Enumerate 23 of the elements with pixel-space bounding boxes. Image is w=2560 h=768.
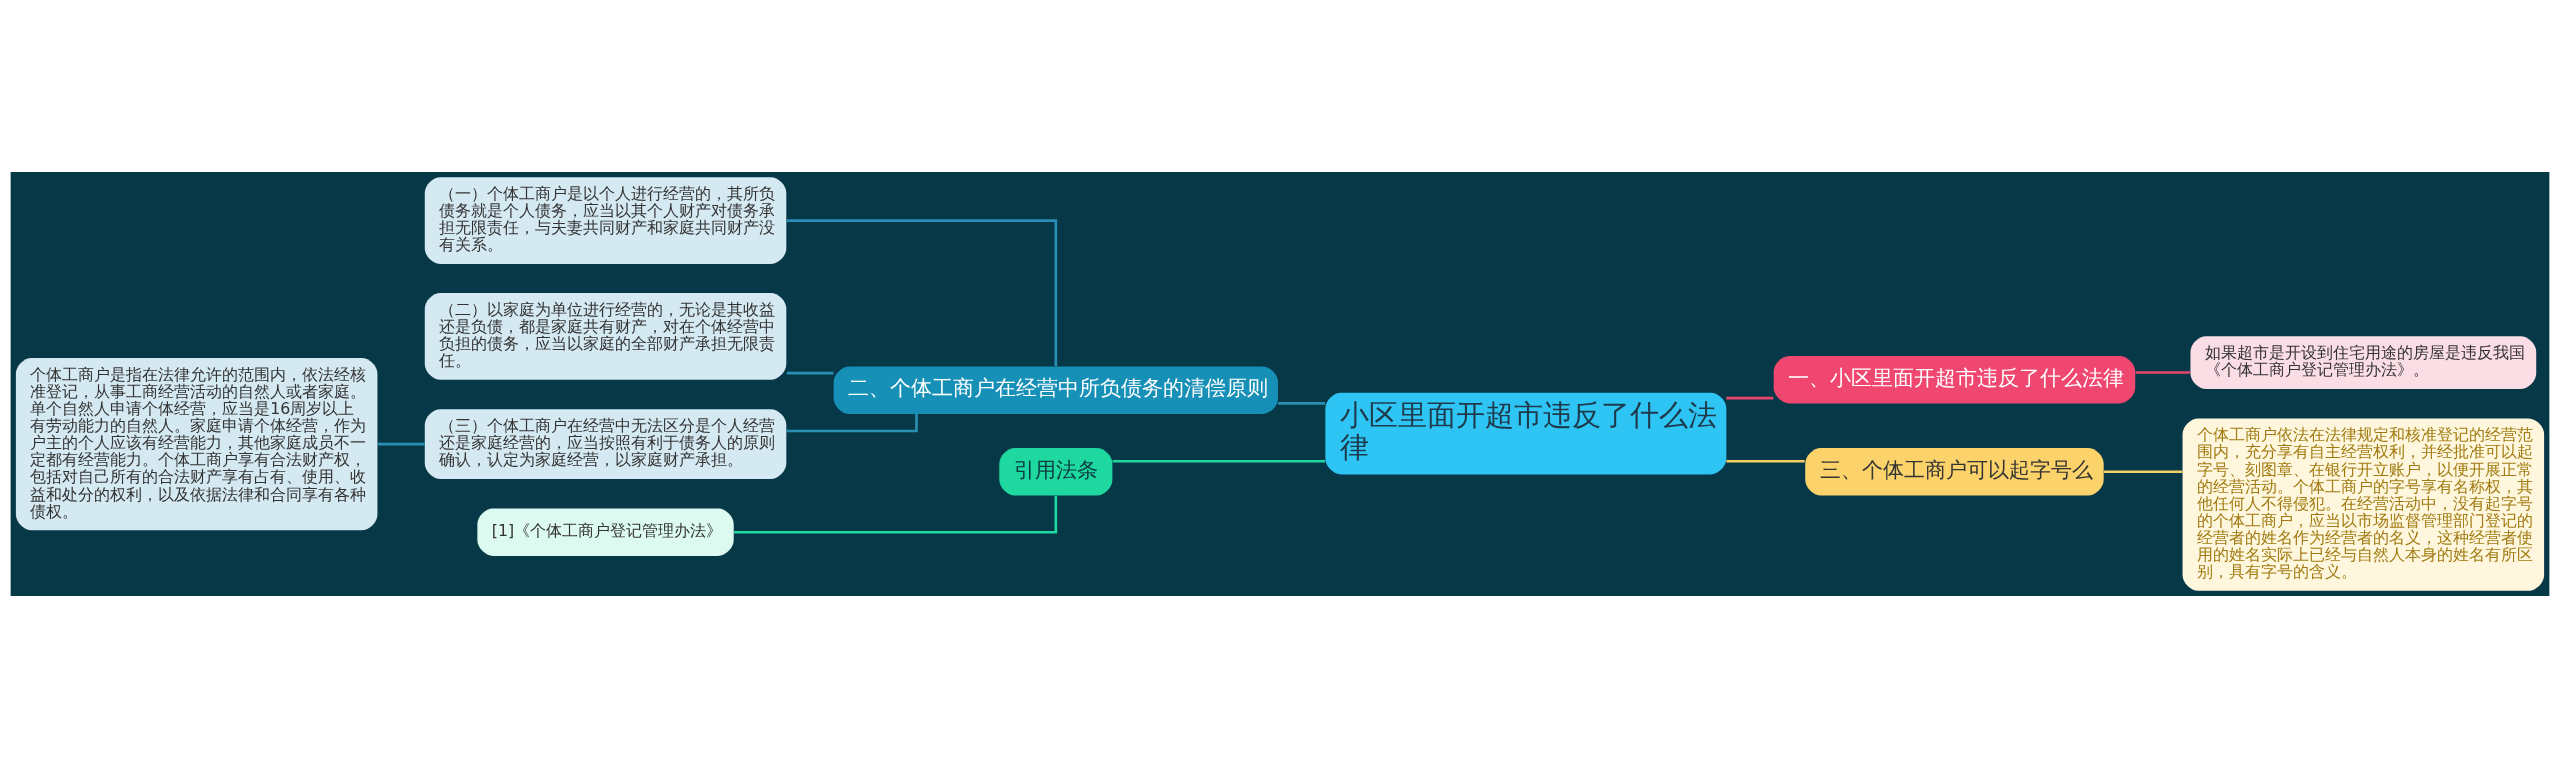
connector xyxy=(1278,402,1326,405)
node-box: （一）个体工商户是以个人进行经营的，其所负债务就是个人债务，应当以其个人财产对债务承担无限责任，与夫妻共同财产和家庭共同财产没有关系。 xyxy=(424,177,787,265)
node-box: 如果超市是开设到住宅用途的房屋是违反我国《个体工商户登记管理办法》。 xyxy=(2190,336,2537,389)
connector xyxy=(2103,470,2183,474)
node-box: [1]《个体工商户登记管理办法》 xyxy=(477,508,734,556)
node-box: 一、小区里面开超市违反了什么法律 xyxy=(1773,356,2136,404)
node-box: 个体工商户是指在法律允许的范围内，依法经核准登记，从事工商经营活动的自然人或者家庭。单个自然人申请个体经营，应当是16周岁以上有劳动能力的自然人。家庭申请个体经营，作为户主的个人应该有经营能力，其他家庭成员不一定都有经营能力。个体工商户享有合法财产权，包括对自己所有的合法财产享有占有、使用、收益和处分的权利，以及依据法律和合同享有各种债权。 xyxy=(15,358,378,531)
node-box: 三、个体工商户可以起字号么 xyxy=(1805,448,2104,496)
connector xyxy=(786,219,1058,367)
node-box: （三）个体工商户在经营中无法区分是个人经营还是家庭经营的，应当按照有利于债务人的原则确认，认定为家庭经营，以家庭财产承担。 xyxy=(424,409,787,479)
connector xyxy=(1726,459,1805,463)
node-box: （二）以家庭为单位进行经营的，无论是其收益还是负债，都是家庭共有财产，对在个体经营中负担的债务，应当以家庭的全部财产承担无限责任。 xyxy=(424,292,787,380)
connector xyxy=(1726,396,1774,400)
connector xyxy=(1112,459,1326,463)
node-box: 二、个体工商户在经营中所负债务的清偿原则 xyxy=(833,366,1279,414)
connector xyxy=(786,371,834,375)
connector xyxy=(2135,371,2191,374)
connector xyxy=(786,413,918,433)
node-box: 小区里面开超市违反了什么法律 xyxy=(1325,392,1727,475)
node-box: 个体工商户依法在法律规定和核准登记的经营范围内，充分享有自主经营权利，并经批准可以起字号、刻图章、在银行开立账户，以便开展正常的经营活动。个体工商户的字号享有名称权，其他任何人不得侵犯。在经营活动中，没有起字号的个体工商户，应当以市场监督管理部门登记的经营者的姓名作为经营者的名义，这种经营者使用的姓名实际上已经与自然人本身的姓名有所区别，具有字号的含义。 xyxy=(2182,418,2545,591)
connector xyxy=(377,442,425,446)
node-box: 引用法条 xyxy=(999,448,1113,496)
connector xyxy=(734,495,1058,534)
